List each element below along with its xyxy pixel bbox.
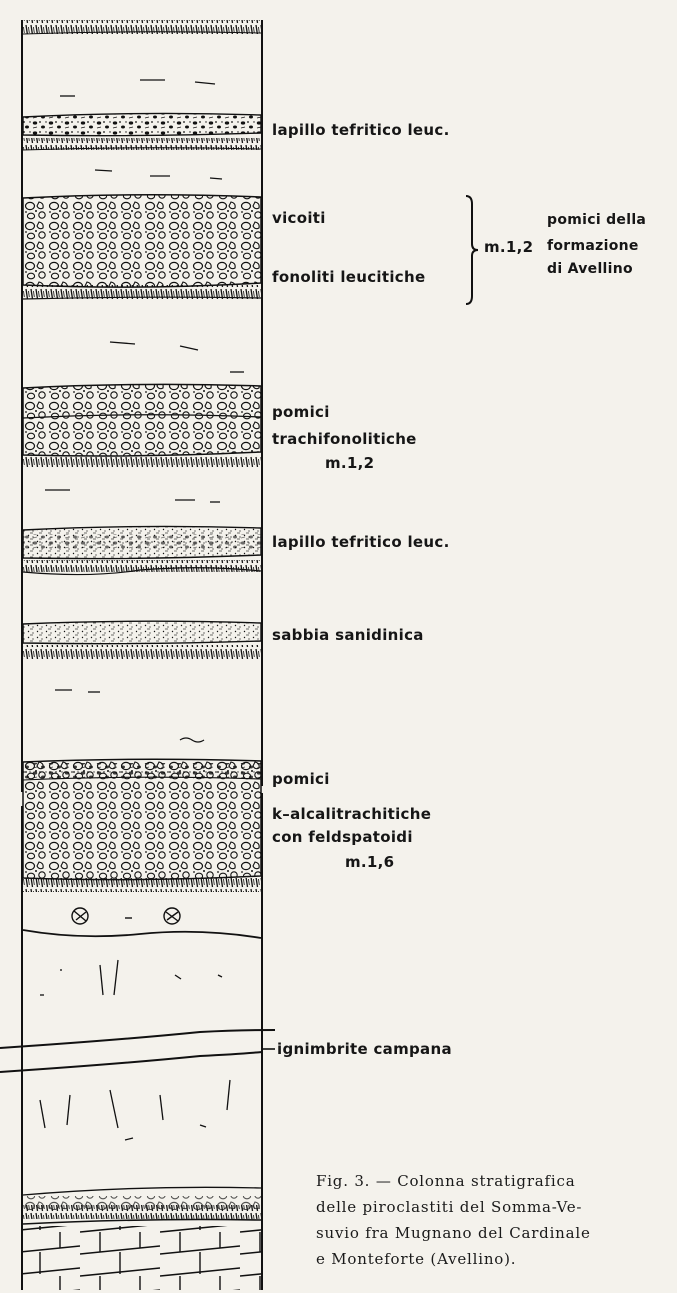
label-lapillo-1: lapillo tefritico leuc. — [272, 121, 450, 139]
bracket — [466, 196, 478, 304]
label-trachifonolitiche: trachifonolitiche — [272, 430, 417, 448]
bombs — [72, 908, 180, 924]
label-thickness-avellino: m.1,2 — [484, 238, 533, 256]
label-thickness-kalcal: m.1,6 — [345, 853, 394, 871]
label-di-avellino: di Avellino — [547, 261, 633, 277]
caption-line-2: delle piroclastiti del Somma-Ve- — [316, 1194, 582, 1220]
label-pomici-della: pomici della — [547, 212, 646, 228]
ash-dashes-1 — [60, 80, 215, 96]
label-lapillo-2: lapillo tefritico leuc. — [272, 533, 450, 551]
label-fonoliti: fonoliti leucitiche — [272, 268, 425, 286]
caption-line-4: e Monteforte (Avellino). — [316, 1246, 516, 1272]
label-feldspatoidi: con feldspatoidi — [272, 828, 413, 846]
label-pomici-1: pomici — [272, 403, 330, 421]
pumice-layer-avellino — [23, 195, 261, 287]
label-formazione: formazione — [547, 238, 639, 254]
label-ignimbrite: ignimbrite campana — [277, 1040, 452, 1058]
label-vicoiti: vicoiti — [272, 209, 326, 227]
label-thickness-trachi: m.1,2 — [325, 454, 374, 472]
label-sabbia: sabbia sanidinica — [272, 626, 424, 644]
limestone-bedrock — [23, 1226, 261, 1290]
pumice-layer-trachifonolitic — [23, 384, 261, 456]
label-pomici-2: pomici — [272, 770, 330, 788]
sand-layer — [23, 621, 261, 643]
caption-line-3: suvio fra Mugnano del Cardinale — [316, 1220, 591, 1246]
lapillo-layer-1 — [23, 113, 261, 135]
ignimbrite-marks — [40, 960, 222, 995]
label-k-alcalitrachitiche: k–alcalitrachitiche — [272, 805, 431, 823]
caption-line-1: Fig. 3. — Colonna stratigrafica — [316, 1168, 575, 1194]
